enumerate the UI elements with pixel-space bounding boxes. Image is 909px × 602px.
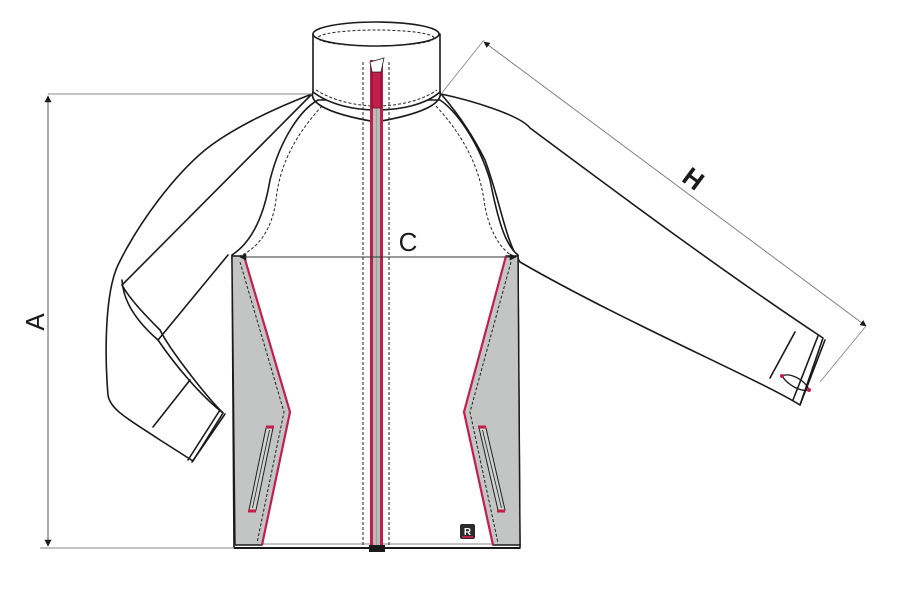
label-h: H: [677, 161, 710, 196]
center-zipper: [362, 57, 390, 552]
zipper-pull-icon: [371, 71, 382, 109]
label-a: A: [20, 313, 50, 331]
right-side-panel: [462, 255, 521, 546]
left-sleeve: [105, 93, 313, 463]
brand-logo-badge: R: [460, 524, 475, 539]
svg-text:R: R: [464, 527, 472, 538]
right-pocket-zipper: [478, 425, 506, 513]
label-c: C: [399, 227, 418, 257]
dimension-c: C: [239, 227, 517, 261]
left-side-panel: [231, 255, 292, 546]
left-pocket-zipper: [248, 425, 274, 513]
dimension-a: A: [20, 93, 312, 549]
